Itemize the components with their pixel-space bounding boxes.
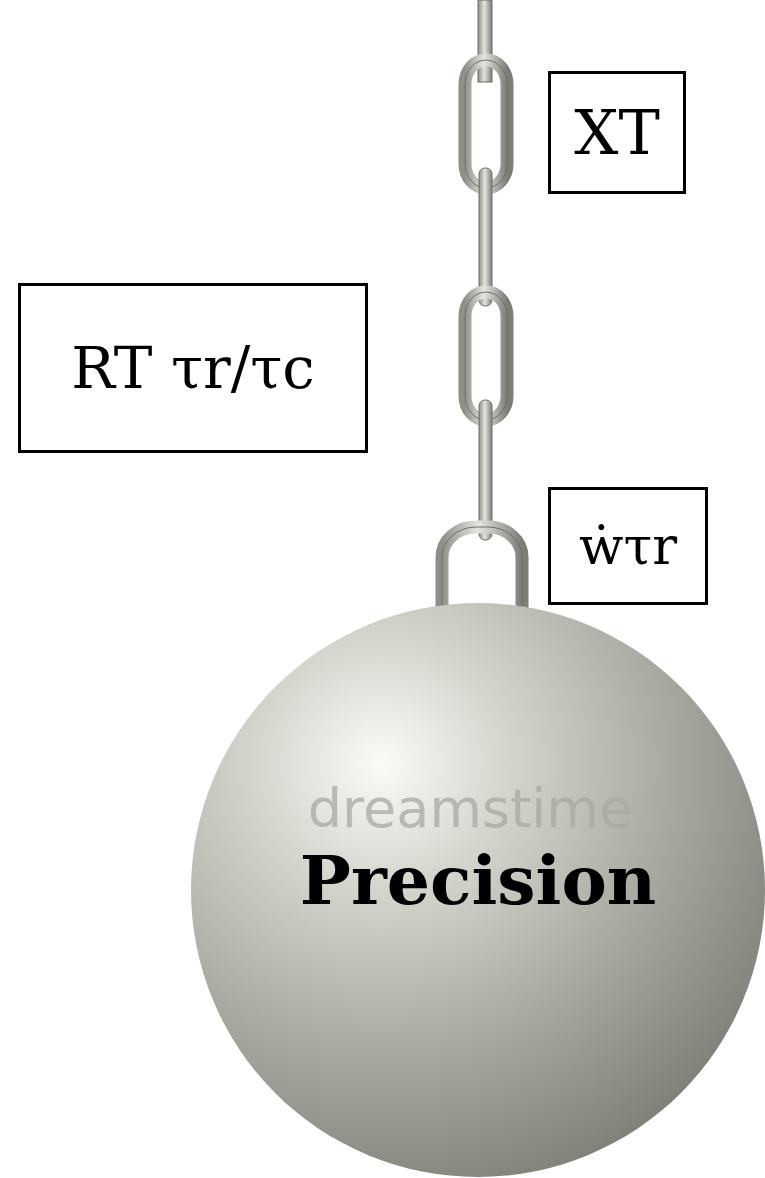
box-label: RT τr/τc [71, 334, 315, 402]
label-box: XT [548, 71, 686, 194]
box-label: XT [574, 96, 660, 169]
chain-rod [478, 0, 492, 82]
ball-label: Precision [300, 840, 656, 920]
ball-circle [191, 603, 765, 1177]
label-box: ẇτr [548, 487, 708, 605]
chain-link [479, 400, 492, 540]
label-box: RT τr/τc [18, 283, 368, 453]
weight-ball: Precision [190, 602, 765, 1178]
box-label: ẇτr [579, 516, 677, 576]
watermark: dreamstime [308, 777, 632, 840]
chain-link [479, 168, 492, 306]
